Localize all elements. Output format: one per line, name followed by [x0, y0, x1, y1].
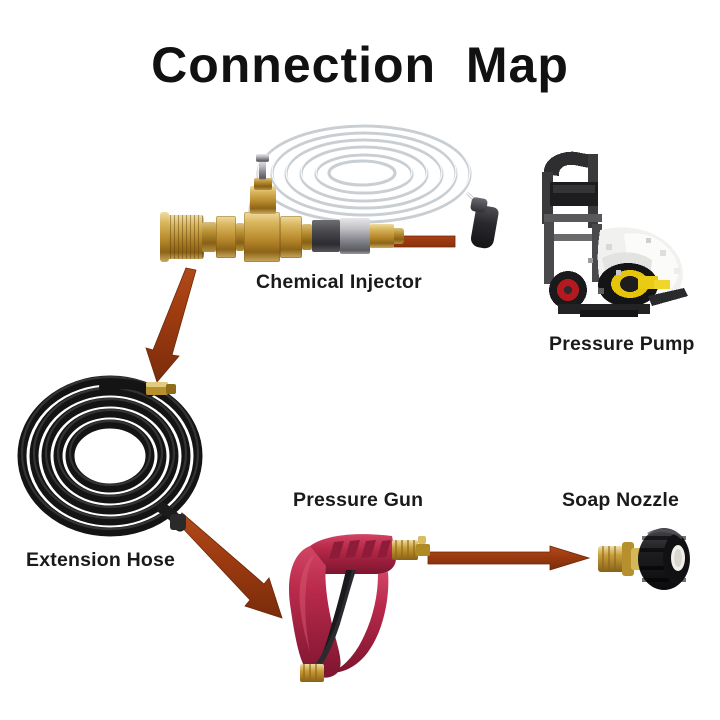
page-title: Connection Map: [151, 37, 569, 93]
injector-steel-sleeve: [340, 218, 370, 254]
pressure-pump-illustration: [542, 151, 688, 317]
label-extension-hose: Extension Hose: [26, 549, 176, 571]
extension-hose-illustration: [17, 375, 203, 537]
injector-coupler-body: [162, 215, 204, 259]
injector-hex-nut-2: [280, 216, 302, 258]
injector-plug-end: [394, 228, 404, 244]
injector-spacer-2: [302, 224, 312, 250]
label-pressure-pump: Pressure Pump: [549, 333, 695, 355]
tube-filter-collar: [469, 196, 489, 214]
label-soap-nozzle: Soap Nozzle: [562, 489, 680, 511]
injector-coupler-neck: [202, 222, 216, 252]
pressure-gun-object: [268, 512, 458, 687]
extension-hose-object: [12, 368, 212, 543]
injector-grey-adapter: [312, 220, 340, 252]
injector-spacer-1: [236, 223, 244, 251]
label-pressure-gun: Pressure Gun: [293, 489, 424, 511]
injector-hex-nut-1: [216, 216, 236, 258]
injector-valve-nut: [250, 186, 276, 214]
injector-plug-tip: [370, 224, 394, 248]
label-chemical-injector: Chemical Injector: [256, 271, 422, 293]
soap-nozzle-illustration: [598, 528, 690, 590]
pressure-gun-illustration: [288, 534, 430, 682]
injector-body-block: [244, 212, 280, 262]
injector-valve-shoulder: [254, 178, 272, 190]
injector-coupler-face: [160, 212, 169, 262]
injector-valve-stem: [259, 160, 266, 180]
injector-valve-tip: [256, 154, 269, 162]
pressure-pump-object: [528, 138, 704, 323]
arrow-injector-to-hose: [145, 267, 197, 383]
chemical-injector-object: [160, 120, 510, 270]
soap-nozzle-object: [598, 524, 710, 596]
